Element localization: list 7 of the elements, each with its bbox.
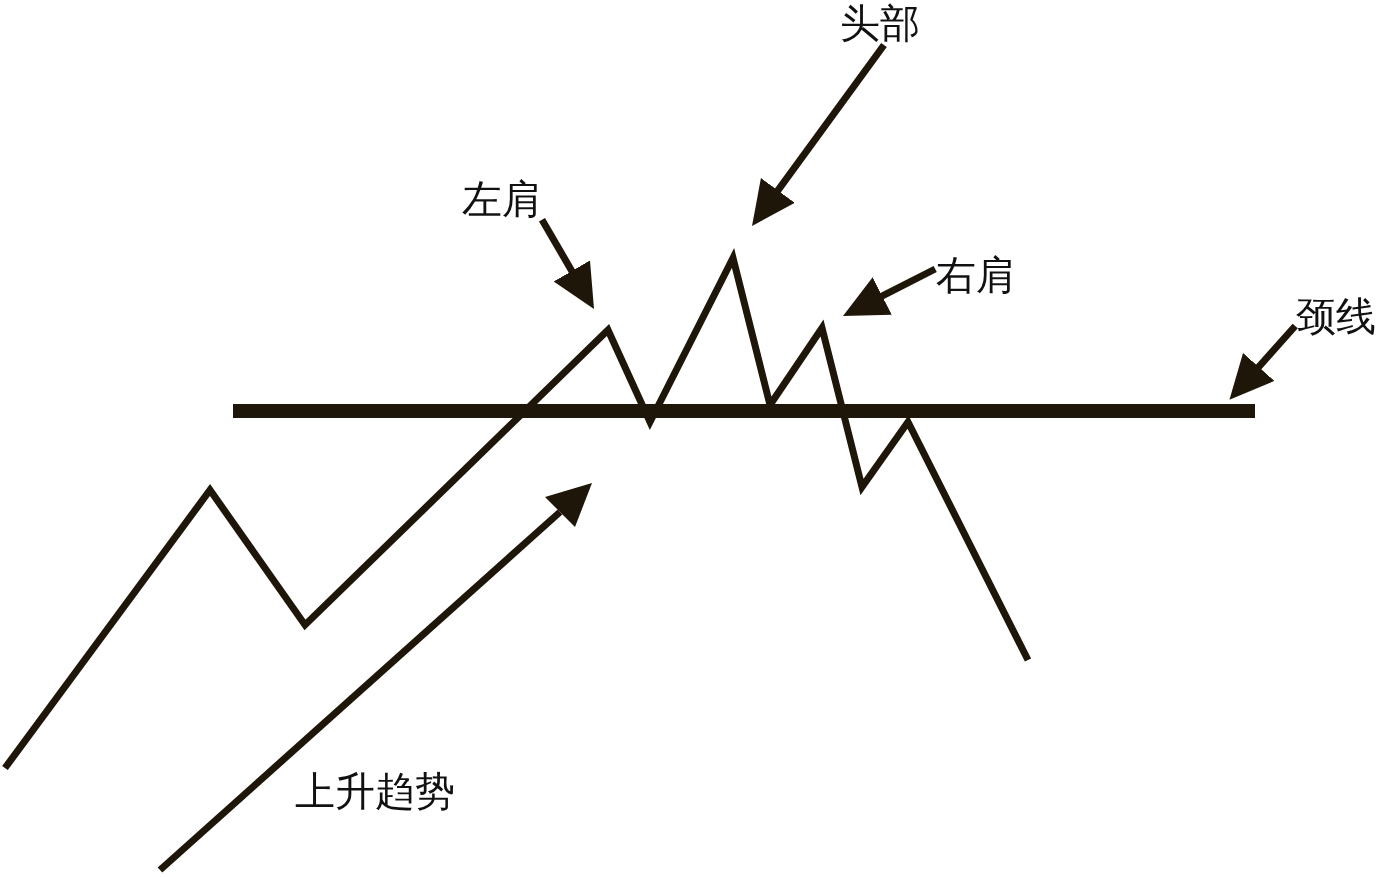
- callout-label: 右肩: [936, 255, 1016, 295]
- trend-label: 上升趋势: [295, 771, 455, 811]
- neckline: [233, 404, 1255, 418]
- callout-label: 左肩: [462, 179, 542, 219]
- callout-label: 头部: [840, 3, 920, 43]
- callout-label: 颈线: [1296, 296, 1376, 336]
- leader-arrow: [749, 42, 887, 229]
